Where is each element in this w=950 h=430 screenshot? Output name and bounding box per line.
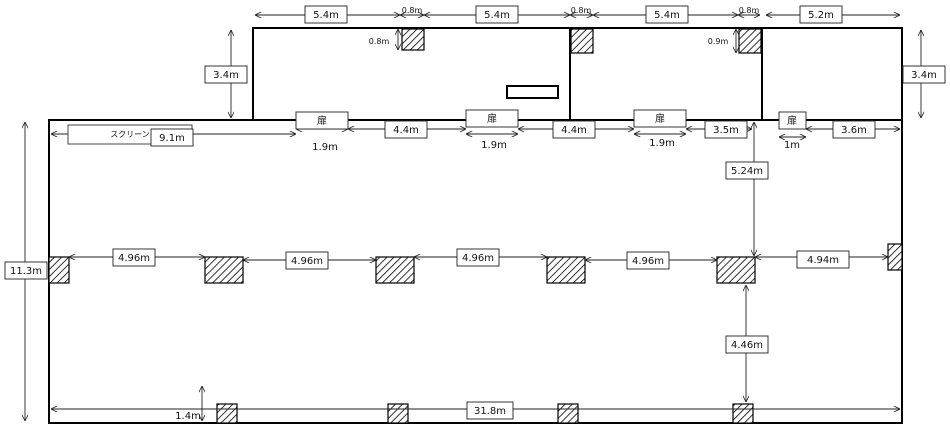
- label-door-4-width: 1m: [784, 140, 800, 151]
- label-span-1: 4.96m: [118, 253, 150, 264]
- label-height-11-3: 11.3m: [10, 266, 42, 277]
- column-mid-2: [204, 256, 244, 284]
- column-mid-1: [48, 256, 70, 284]
- dimension-lines: [25, 15, 921, 421]
- label-gap-3-5: 3.5m: [713, 125, 739, 136]
- label-door-2-width: 1.9m: [481, 140, 507, 151]
- door-3: 扉: [655, 112, 665, 125]
- walls: [48, 27, 903, 424]
- label-top-0-8-a: 0.8m: [402, 6, 423, 15]
- label-width-31-8: 31.8m: [474, 406, 506, 417]
- upper-rooms-outline: [252, 27, 903, 121]
- column-mid-5: [716, 256, 756, 284]
- label-top-5-2: 5.2m: [808, 10, 834, 21]
- columns: [48, 28, 903, 424]
- label-span-2: 4.96m: [291, 256, 323, 267]
- label-left-3-4: 3.4m: [213, 70, 239, 81]
- small-window: [506, 85, 559, 99]
- column-mid-6: [887, 243, 903, 271]
- column-mid-4: [546, 256, 586, 284]
- label-vertical-4-46: 4.46m: [731, 340, 763, 351]
- column-bottom-4: [732, 403, 754, 424]
- label-door-1-width: 1.9m: [312, 142, 338, 153]
- label-column-0-9: 0.9m: [708, 37, 729, 46]
- label-top-5-4-c: 5.4m: [654, 10, 680, 21]
- label-right-3-4: 3.4m: [911, 70, 937, 81]
- label-top-0-8-c: 0.8m: [739, 6, 760, 15]
- label-span-5: 4.94m: [807, 255, 839, 266]
- column-top-2: [570, 28, 594, 54]
- label-door-3-width: 1.9m: [649, 138, 675, 149]
- column-bottom-2: [387, 403, 409, 424]
- label-bottom-1-4: 1.4m: [175, 411, 201, 422]
- label-column-0-8: 0.8m: [369, 37, 390, 46]
- label-span-4: 4.96m: [632, 256, 664, 267]
- dimension-labels: 5.4m 0.8m 5.4m 0.8m 5.4m 0.8m 5.2m 0.8m …: [4, 5, 946, 422]
- column-mid-3: [375, 256, 415, 284]
- label-top-5-4-b: 5.4m: [484, 10, 510, 21]
- label-gap-4-4-b: 4.4m: [561, 125, 587, 136]
- main-hall-outline: [48, 119, 903, 424]
- door-2: 扉: [487, 112, 497, 125]
- label-top-5-4-a: 5.4m: [313, 10, 339, 21]
- column-top-1: [401, 28, 425, 51]
- label-screen: スクリーン: [110, 130, 150, 139]
- column-top-3: [738, 28, 762, 54]
- column-bottom-1: [216, 403, 238, 424]
- door-4: 扉: [787, 114, 797, 127]
- column-bottom-3: [557, 403, 579, 424]
- label-span-3: 4.96m: [462, 253, 494, 264]
- label-gap-4-4-a: 4.4m: [393, 125, 419, 136]
- door-1: 扉: [317, 114, 327, 127]
- label-top-0-8-b: 0.8m: [571, 6, 592, 15]
- label-gap-3-6: 3.6m: [841, 125, 867, 136]
- label-screen-9-1: 9.1m: [159, 133, 185, 144]
- label-vertical-5-24: 5.24m: [731, 166, 763, 177]
